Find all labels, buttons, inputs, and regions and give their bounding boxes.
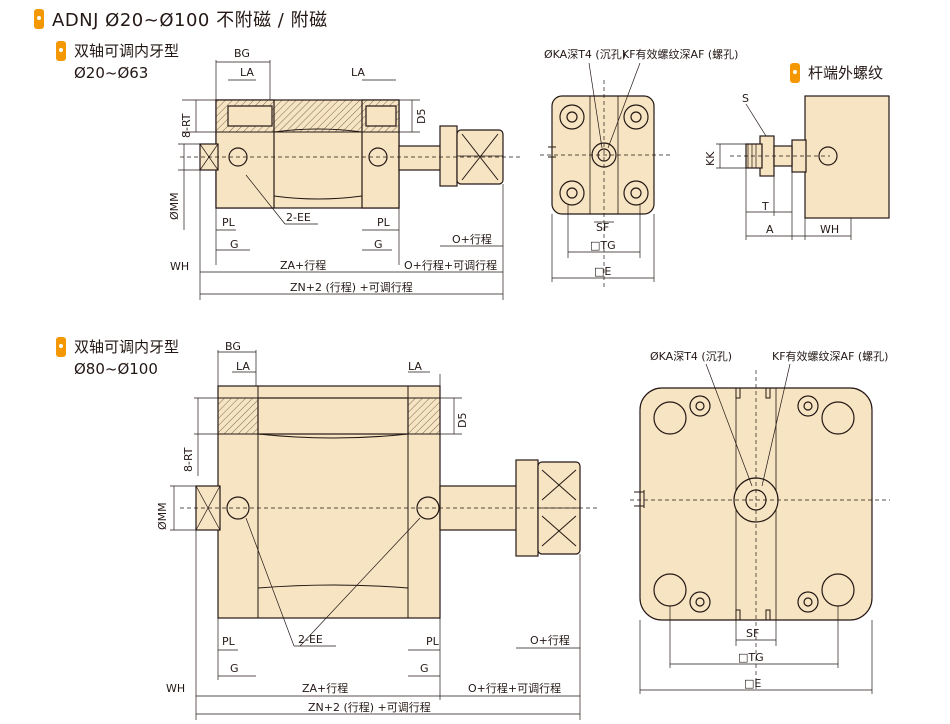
dim-la: LA bbox=[236, 360, 250, 373]
piston-rod bbox=[439, 485, 519, 531]
dim-kf: KF有效螺纹深AF (螺孔) bbox=[772, 349, 888, 363]
bullet-icon bbox=[34, 9, 44, 29]
section3-header: 杆端外螺纹 bbox=[790, 62, 883, 83]
end-view-small bbox=[540, 80, 670, 290]
end-view-large bbox=[630, 370, 890, 690]
dim-la: LA bbox=[351, 66, 365, 79]
dim-sf: SF bbox=[596, 221, 609, 234]
dim-pl: PL bbox=[222, 635, 236, 648]
dim-zn: ZN+2 (行程) +可调行程 bbox=[290, 281, 413, 294]
dim-s: S bbox=[742, 92, 749, 105]
side-view-large-dims bbox=[170, 350, 581, 720]
dim-d5: D5 bbox=[456, 413, 469, 428]
dim-mm: ØMM bbox=[156, 502, 169, 530]
end-view-small-labels: ØKA深T4 (沉孔) KF有效螺纹深AF (螺孔) SF □TG □E bbox=[544, 47, 738, 278]
dim-g: G bbox=[230, 662, 239, 675]
section1-title: 双轴可调内牙型 bbox=[74, 42, 180, 60]
dim-za: ZA+行程 bbox=[280, 259, 326, 272]
dim-la: LA bbox=[408, 360, 422, 373]
side-view-large bbox=[180, 385, 600, 619]
dim-bg: BG bbox=[234, 47, 250, 60]
dim-bg: BG bbox=[225, 340, 241, 353]
dim-ka: ØKA深T4 (沉孔) bbox=[650, 350, 732, 363]
dim-pl: PL bbox=[377, 216, 391, 229]
dim-a: A bbox=[766, 223, 774, 236]
dim-sf: SF bbox=[746, 627, 759, 640]
bullet-icon bbox=[790, 62, 800, 83]
dim-rt: 8-RT bbox=[180, 113, 193, 138]
bullet-icon bbox=[56, 336, 66, 357]
dim-pl: PL bbox=[426, 635, 440, 648]
side-view-small-labels: BG LA LA 8-RT D5 ØMM PL PL 2-EE G G O+行程… bbox=[168, 47, 497, 294]
dim-ee: 2-EE bbox=[286, 211, 311, 224]
rod-end-labels: S KK T A WH bbox=[704, 92, 839, 236]
dim-wh: WH bbox=[820, 223, 839, 236]
dim-ee: 2-EE bbox=[298, 633, 323, 646]
dim-wh: WH bbox=[170, 260, 189, 273]
dim-wh: WH bbox=[166, 682, 185, 695]
dim-pl: PL bbox=[222, 216, 236, 229]
section3-title: 杆端外螺纹 bbox=[808, 64, 884, 82]
section2-header: 双轴可调内牙型 bbox=[56, 336, 179, 357]
dim-tg: □TG bbox=[738, 651, 764, 664]
page-header: ADNJ Ø20~Ø100 不附磁 / 附磁 bbox=[34, 6, 328, 32]
dim-g: G bbox=[374, 238, 383, 251]
end-view-large-labels: ØKA深T4 (沉孔) KF有效螺纹深AF (螺孔) SF □TG □E bbox=[650, 349, 888, 690]
side-view-large-labels: BG LA LA 8-RT D5 ØMM PL PL 2-EE G G O+行程… bbox=[156, 340, 570, 714]
page-title: ADNJ Ø20~Ø100 不附磁 / 附磁 bbox=[52, 10, 328, 31]
section1-header: 双轴可调内牙型 bbox=[56, 40, 179, 61]
dim-tg: □TG bbox=[590, 239, 616, 252]
dim-g: G bbox=[230, 238, 239, 251]
side-view-small bbox=[180, 99, 520, 209]
dim-kf: KF有效螺纹深AF (螺孔) bbox=[622, 47, 738, 61]
dim-mm: ØMM bbox=[168, 192, 181, 220]
section1-range: Ø20~Ø63 bbox=[74, 64, 149, 82]
side-view-small-dims bbox=[178, 60, 504, 300]
dim-rt: 8-RT bbox=[182, 447, 195, 472]
dim-la: LA bbox=[240, 66, 254, 79]
dim-o: O+行程 bbox=[530, 634, 570, 647]
dim-o: O+行程 bbox=[452, 233, 492, 246]
rod-end-dims bbox=[716, 103, 852, 240]
piston-rod bbox=[398, 145, 446, 171]
dim-e: □E bbox=[744, 677, 761, 690]
dim-o-adj: O+行程+可调行程 bbox=[404, 259, 497, 272]
dim-ka: ØKA深T4 (沉孔) bbox=[544, 48, 626, 61]
dim-zn: ZN+2 (行程) +可调行程 bbox=[308, 701, 431, 714]
dim-d5: D5 bbox=[415, 109, 428, 124]
rod-end-view bbox=[730, 95, 890, 219]
bullet-icon bbox=[56, 40, 66, 61]
section2-title: 双轴可调内牙型 bbox=[74, 338, 180, 356]
end-view-small-dims bbox=[551, 62, 655, 282]
section2-range: Ø80~Ø100 bbox=[74, 360, 158, 378]
dim-g: G bbox=[420, 662, 429, 675]
dim-za: ZA+行程 bbox=[302, 682, 348, 695]
end-view-large-dims bbox=[639, 363, 873, 694]
dim-t: T bbox=[761, 200, 769, 213]
dim-e: □E bbox=[594, 265, 611, 278]
dim-kk: KK bbox=[704, 151, 717, 166]
rod-end-body bbox=[804, 95, 890, 219]
dim-o-adj: O+行程+可调行程 bbox=[468, 682, 561, 695]
